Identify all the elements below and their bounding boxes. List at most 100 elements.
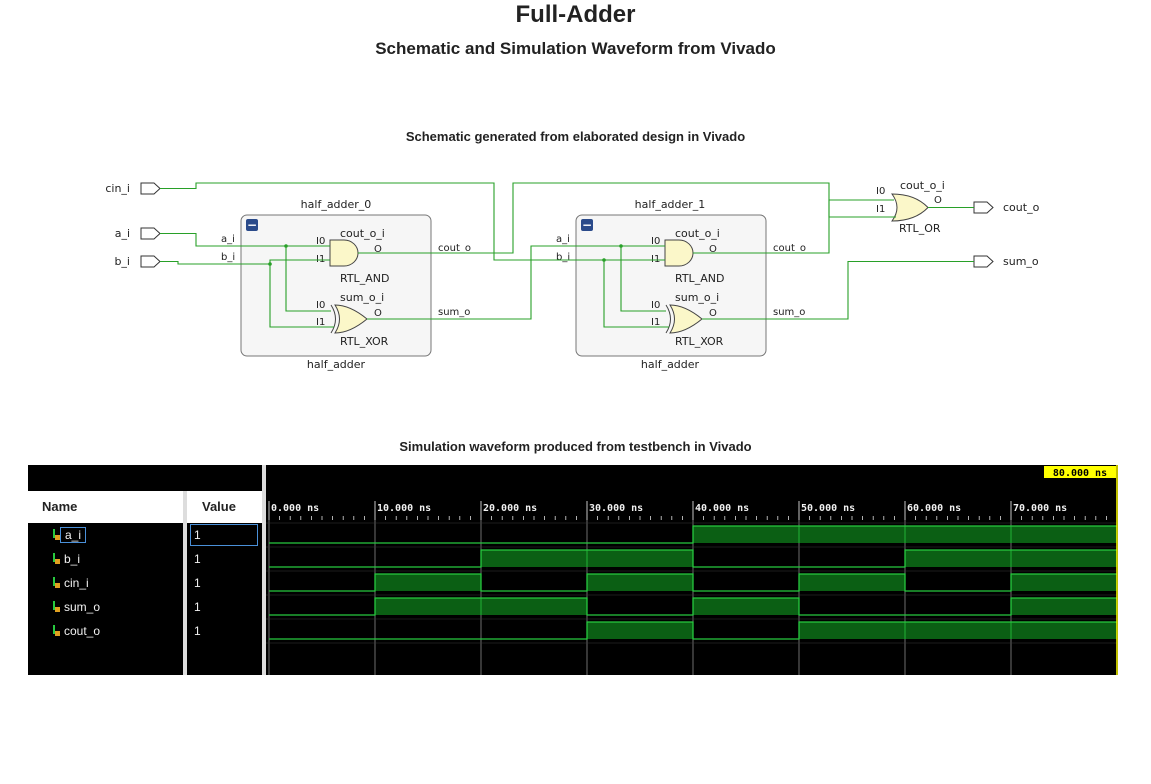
high-region: [587, 622, 693, 639]
collapse-icon[interactable]: [246, 219, 258, 231]
and-gate[interactable]: cout_o_i I0 I1 O RTL_AND: [316, 227, 389, 285]
trace-cin_i: [269, 573, 1117, 592]
net-label-cout: cout_o: [438, 243, 471, 254]
high-region: [587, 550, 693, 567]
xor-gate[interactable]: sum_o_i I0 I1 O RTL_XOR: [316, 291, 389, 348]
signal-icon: [53, 529, 60, 540]
page-title: Full-Adder: [515, 1, 636, 28]
signal-value: 1: [194, 528, 201, 542]
high-region: [693, 526, 799, 543]
signal-value: 1: [194, 624, 201, 638]
column-divider[interactable]: [183, 491, 187, 675]
output-port-sum-label: sum_o: [1003, 255, 1039, 268]
signal-row-a[interactable]: a_i: [53, 525, 87, 545]
half-adder-0-port-a: a_i: [221, 234, 235, 245]
signal-name: cin_i: [64, 576, 89, 590]
time-tick-label: 70.000 ns: [1013, 503, 1067, 514]
high-region: [481, 550, 587, 567]
trace-line: [269, 597, 1117, 616]
half-adder-1[interactable]: half_adder_1 − half_adder a_i b_i cout_o…: [556, 198, 806, 371]
high-region: [1011, 622, 1117, 639]
time-tick-label: 0.000 ns: [271, 503, 319, 514]
half-adder-0-module-label: half_adder: [307, 358, 366, 371]
signal-icon: [53, 553, 60, 564]
xor-gate-pin-i1: I1: [651, 317, 660, 328]
high-region: [799, 622, 905, 639]
output-port-cout[interactable]: cout_o: [973, 201, 1040, 214]
or-gate-pin-i0: I0: [876, 186, 885, 197]
and-gate[interactable]: cout_o_i I0 I1 O RTL_AND: [651, 227, 724, 285]
high-region: [1011, 526, 1117, 543]
trace-b_i: [269, 549, 1117, 568]
schematic-diagram: cin_i a_i b_i cout_o sum_o half_adder_0 …: [105, 179, 1040, 371]
xor-gate-instance: sum_o_i: [340, 291, 384, 304]
name-pane-header-strip: [28, 465, 262, 491]
signal-row-b[interactable]: b_i: [53, 549, 80, 569]
signal-value: 1: [194, 600, 201, 614]
input-port-b-label: b_i: [114, 255, 130, 268]
trace-line: [269, 549, 1117, 568]
or-gate-instance: cout_o_i: [900, 179, 945, 192]
and-gate-instance: cout_o_i: [340, 227, 385, 240]
signal-name: cout_o: [64, 624, 101, 638]
high-region: [375, 574, 481, 591]
signal-value: 1: [194, 576, 201, 590]
high-region: [799, 526, 905, 543]
output-port-cout-label: cout_o: [1003, 201, 1040, 214]
signal-icon: [53, 625, 60, 636]
pane-splitter[interactable]: [262, 465, 266, 675]
xor-gate-pin-i0: I0: [651, 300, 660, 311]
xor-gate[interactable]: sum_o_i I0 I1 O RTL_XOR: [651, 291, 724, 348]
collapse-glyph: −: [582, 218, 592, 232]
and-gate-pin-i0: I0: [651, 236, 660, 247]
trace-a_i: [269, 525, 1117, 544]
signal-row-cin[interactable]: cin_i: [53, 573, 89, 593]
xor-gate-pin-i0: I0: [316, 300, 325, 311]
net-label-sum: sum_o: [438, 307, 470, 318]
selected-value-box: [190, 524, 258, 546]
name-column-header[interactable]: Name: [42, 499, 78, 514]
high-region: [693, 598, 799, 615]
waveform-caption: Simulation waveform produced from testbe…: [399, 439, 752, 454]
half-adder-0-port-b: b_i: [221, 252, 235, 263]
high-region: [375, 598, 481, 615]
half-adder-0-box[interactable]: [240, 214, 432, 357]
high-region: [905, 526, 1011, 543]
collapse-icon[interactable]: [581, 219, 593, 231]
and-gate-type: RTL_AND: [675, 272, 724, 285]
input-port-b[interactable]: b_i: [114, 255, 161, 268]
schematic-caption: Schematic generated from elaborated desi…: [405, 129, 746, 144]
half-adder-1-box[interactable]: [575, 214, 767, 357]
signal-row-sum[interactable]: sum_o: [53, 597, 100, 617]
time-cursor[interactable]: 80.000 ns: [1044, 465, 1118, 675]
half-adder-1-port-b: b_i: [556, 252, 570, 263]
value-column-header[interactable]: Value: [202, 499, 236, 514]
signal-row-cout[interactable]: cout_o: [53, 621, 100, 641]
net-label-sum: sum_o: [773, 307, 805, 318]
signal-icon: [53, 601, 60, 612]
half-adder-0[interactable]: half_adder_0 − half_adder a_i b_i cout_o…: [221, 198, 471, 371]
high-region: [905, 550, 1011, 567]
or-gate-type: RTL_OR: [899, 222, 941, 235]
net-label-cout: cout_o: [773, 243, 806, 254]
output-port-sum[interactable]: sum_o: [973, 255, 1039, 268]
high-region: [587, 574, 693, 591]
time-tick-label: 40.000 ns: [695, 503, 749, 514]
input-port-a[interactable]: a_i: [115, 227, 161, 240]
cursor-label: 80.000 ns: [1053, 468, 1107, 479]
xor-gate-instance: sum_o_i: [675, 291, 719, 304]
signal-name: a_i: [60, 527, 87, 543]
signal-icon: [53, 577, 60, 588]
and-gate-pin-i0: I0: [316, 236, 325, 247]
signal-list: a_i 1 b_i 1 cin_i 1 sum_o 1 cout_o 1: [28, 523, 262, 675]
trace-line: [269, 525, 1117, 544]
half-adder-1-instance-label: half_adder_1: [635, 198, 706, 211]
waveform-window[interactable]: Name Value a_i 1 b_i 1 cin_i 1 sum_o 1 c…: [28, 465, 1118, 675]
input-port-cin[interactable]: cin_i: [105, 182, 161, 195]
xor-gate-type: RTL_XOR: [340, 335, 389, 348]
or-gate[interactable]: cout_o_i I0 I1 O RTL_OR: [876, 179, 945, 235]
half-adder-1-module-label: half_adder: [641, 358, 700, 371]
or-gate-pin-i1: I1: [876, 204, 885, 215]
